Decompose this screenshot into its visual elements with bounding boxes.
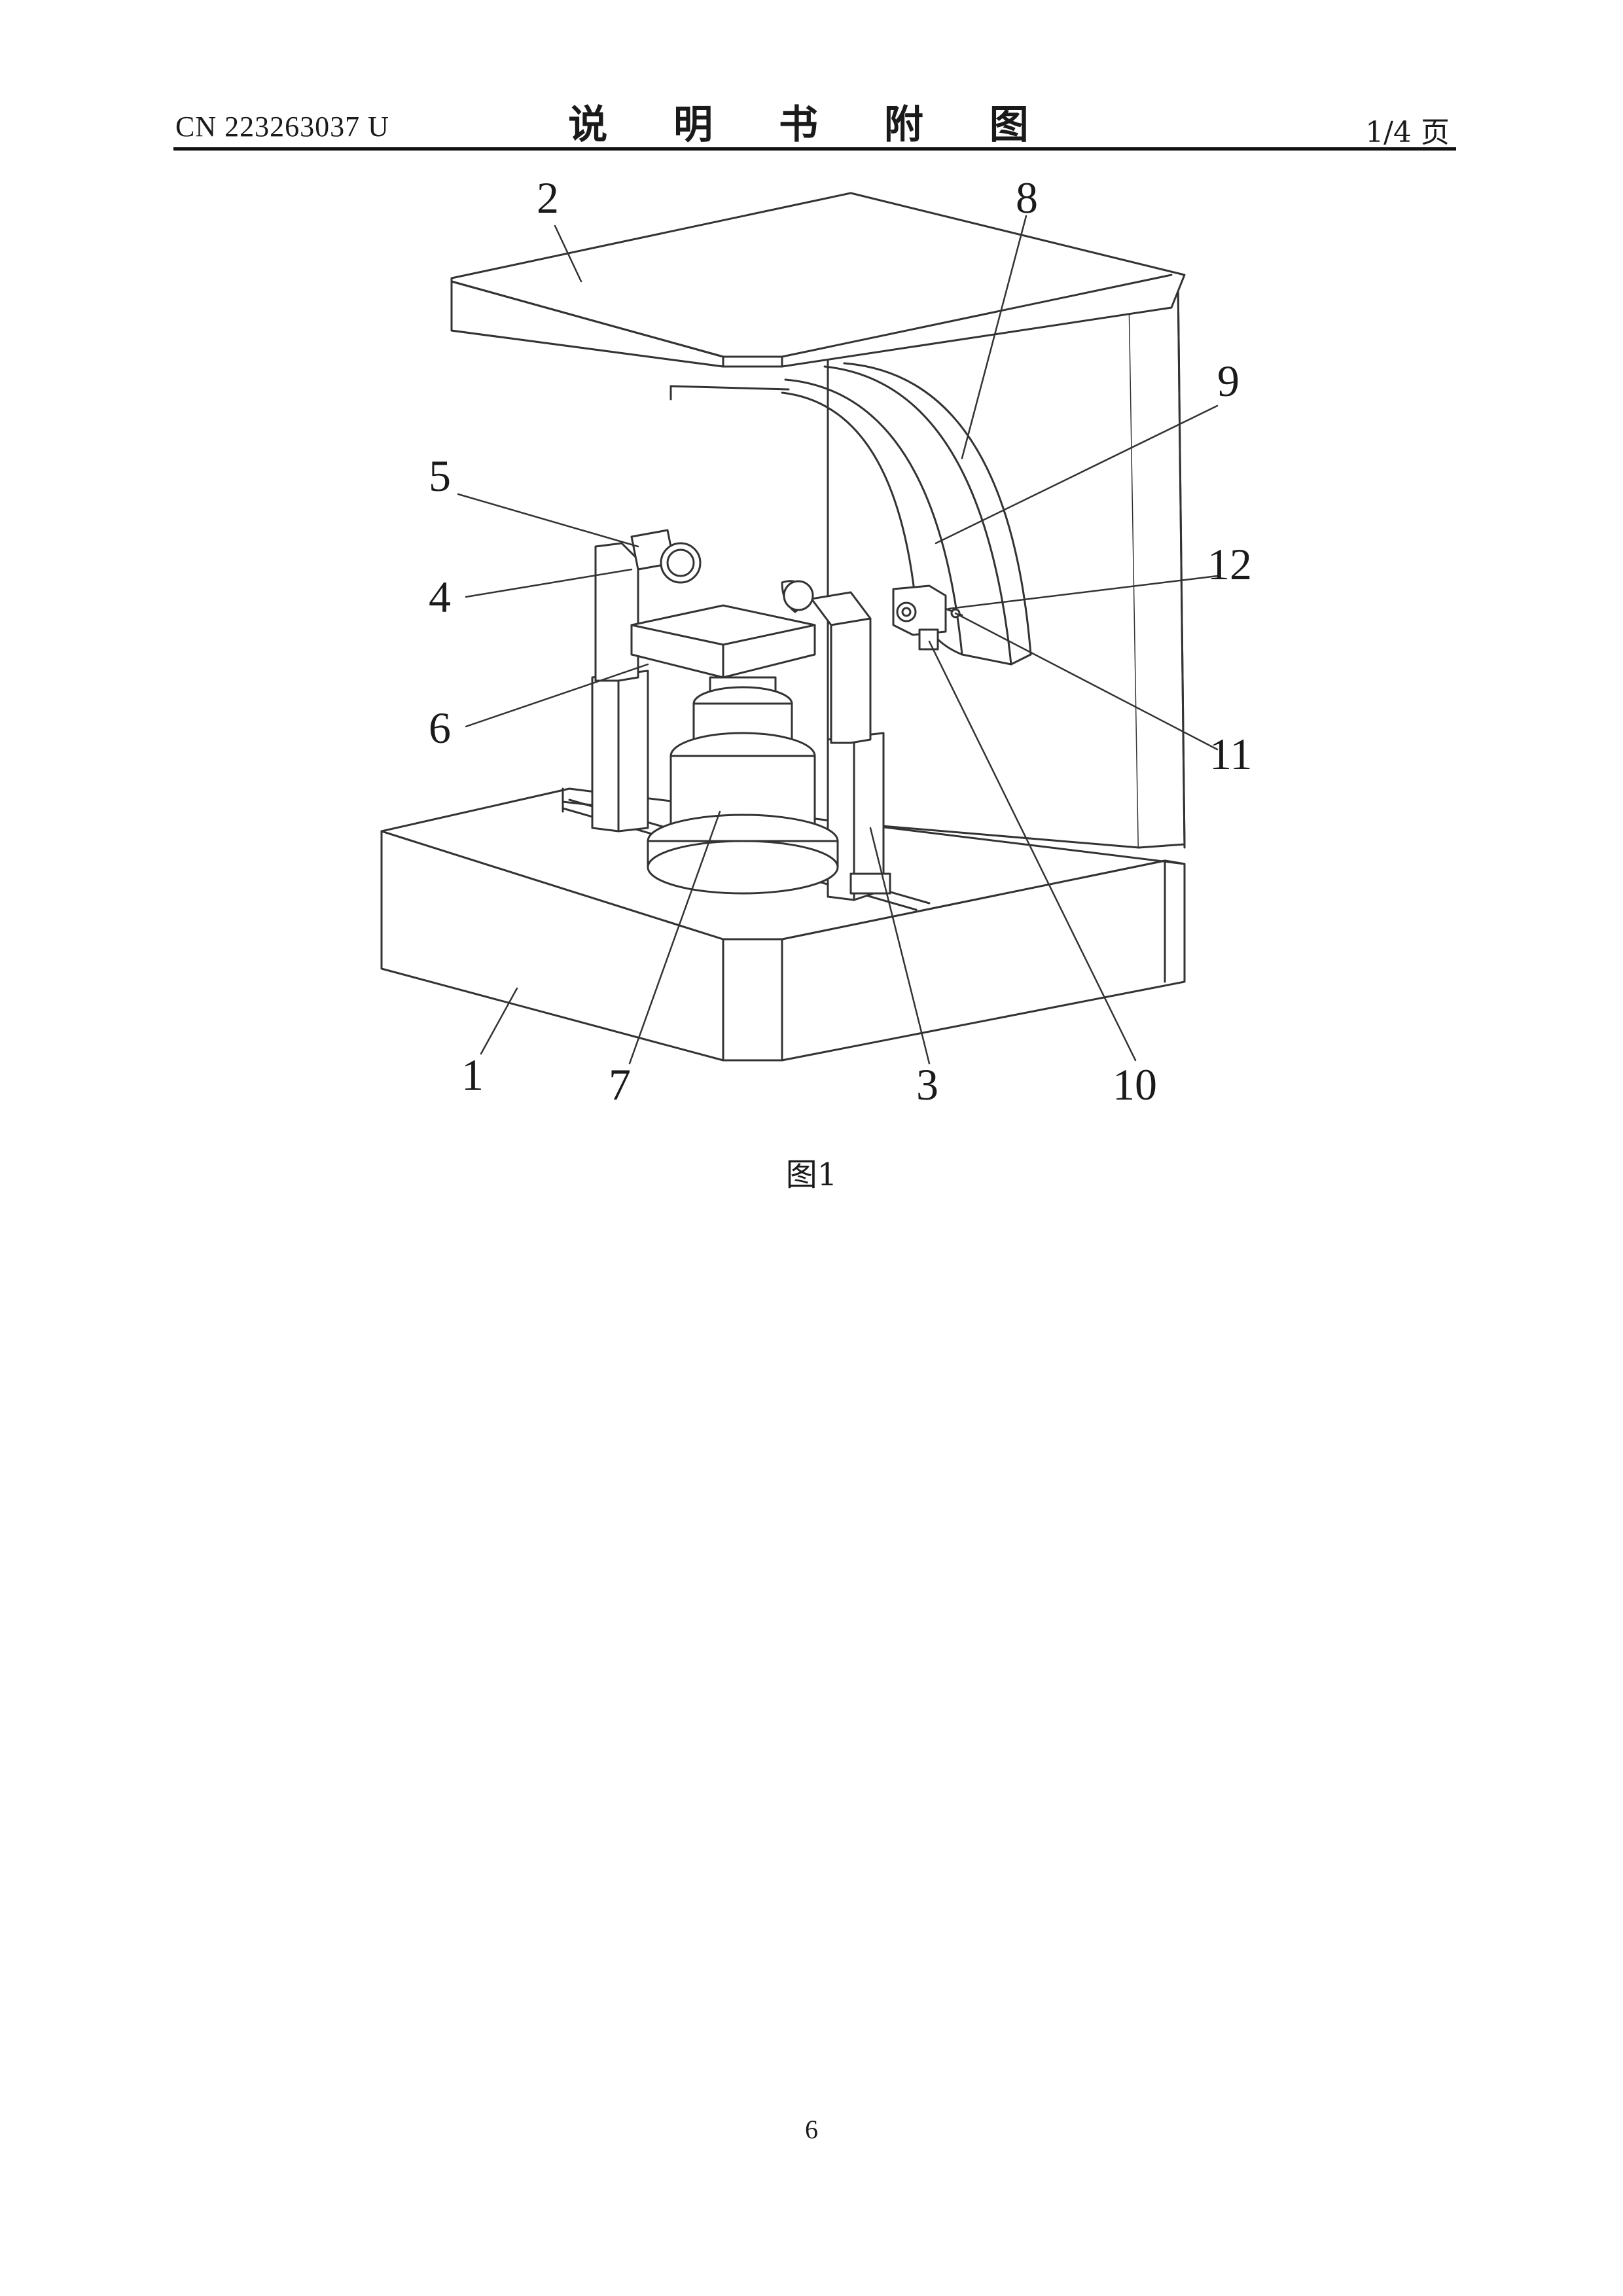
label-7: 7 [609, 1060, 631, 1109]
label-12: 12 [1207, 539, 1252, 589]
label-10: 10 [1113, 1060, 1157, 1109]
label-2: 2 [537, 173, 559, 223]
label-5: 5 [429, 451, 451, 501]
figure-caption: 图1 [0, 1149, 1623, 1194]
stage-and-lift [632, 605, 838, 893]
label-11: 11 [1209, 729, 1252, 779]
label-3: 3 [916, 1060, 938, 1109]
label-1: 1 [461, 1050, 484, 1100]
label-4: 4 [429, 572, 451, 622]
label-9: 9 [1217, 356, 1240, 406]
page-number: 6 [0, 2114, 1623, 2145]
label-6: 6 [429, 703, 451, 753]
label-8: 8 [1016, 173, 1038, 223]
